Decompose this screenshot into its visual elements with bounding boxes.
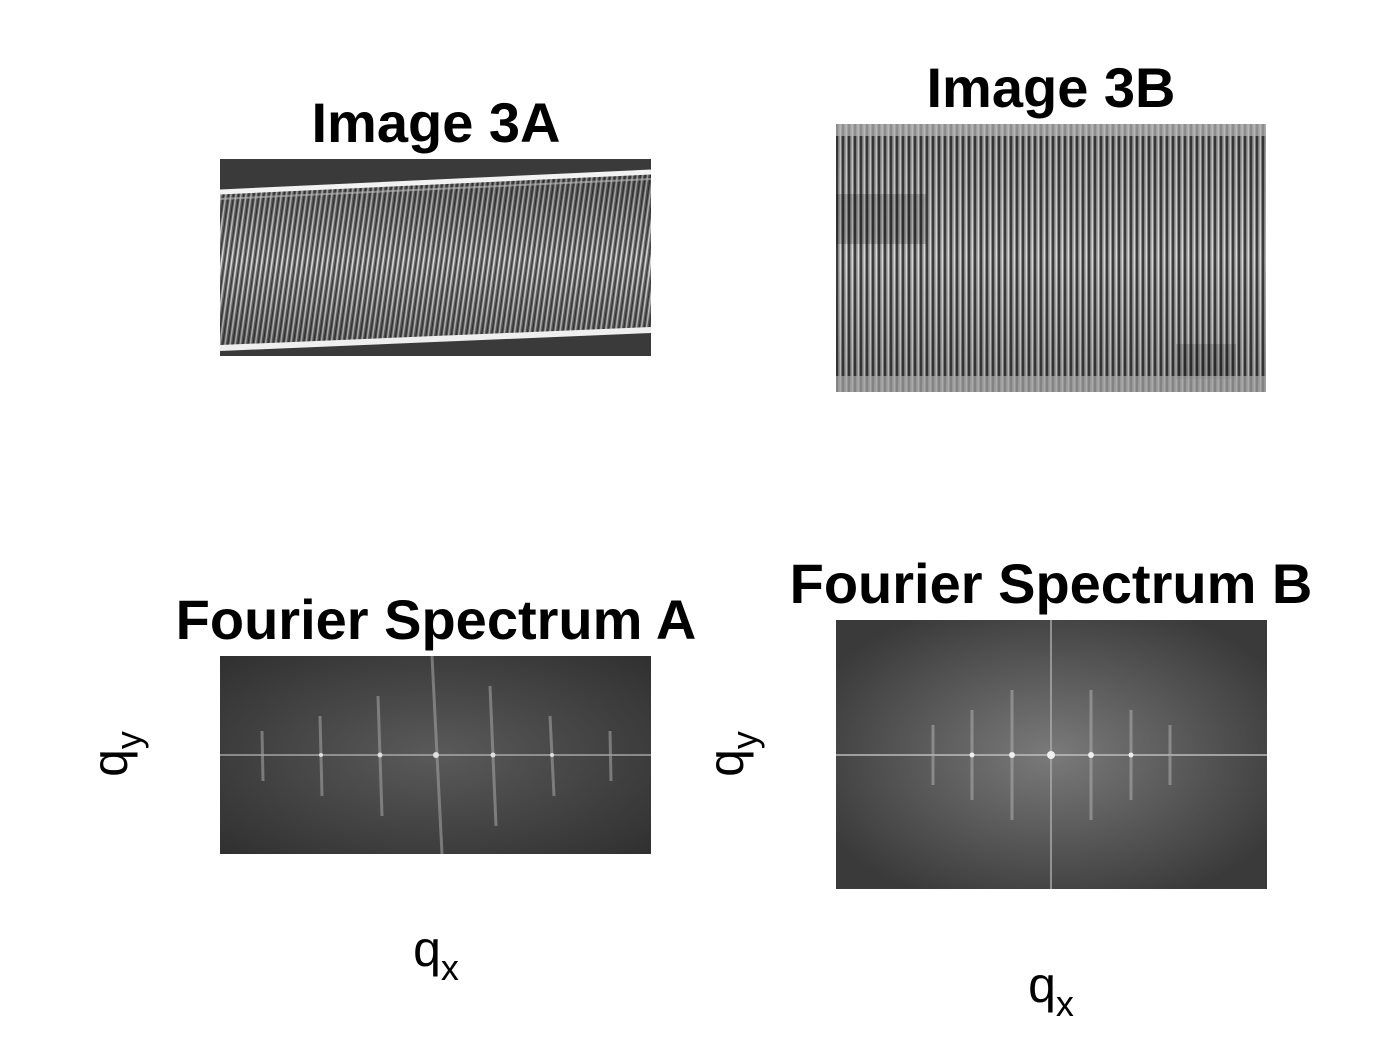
spectrum-a-image (220, 656, 651, 854)
spectrum-b-xlabel: qx (1028, 957, 1074, 1024)
image-3b-title: Image 3B (926, 56, 1176, 119)
spectrum-a-xlabel: qx (413, 921, 459, 988)
image-3b-micrograph (836, 124, 1266, 392)
spectrum-b-image (836, 620, 1267, 889)
image-3a-title: Image 3A (311, 91, 561, 154)
spectrum-b-ylabel: qy (698, 731, 765, 777)
spectrum-a-ylabel: qy (82, 731, 149, 777)
image-3a-micrograph (220, 159, 651, 356)
spectrum-b-title: Fourier Spectrum B (789, 552, 1313, 615)
spectrum-a-title: Fourier Spectrum A (175, 588, 697, 651)
